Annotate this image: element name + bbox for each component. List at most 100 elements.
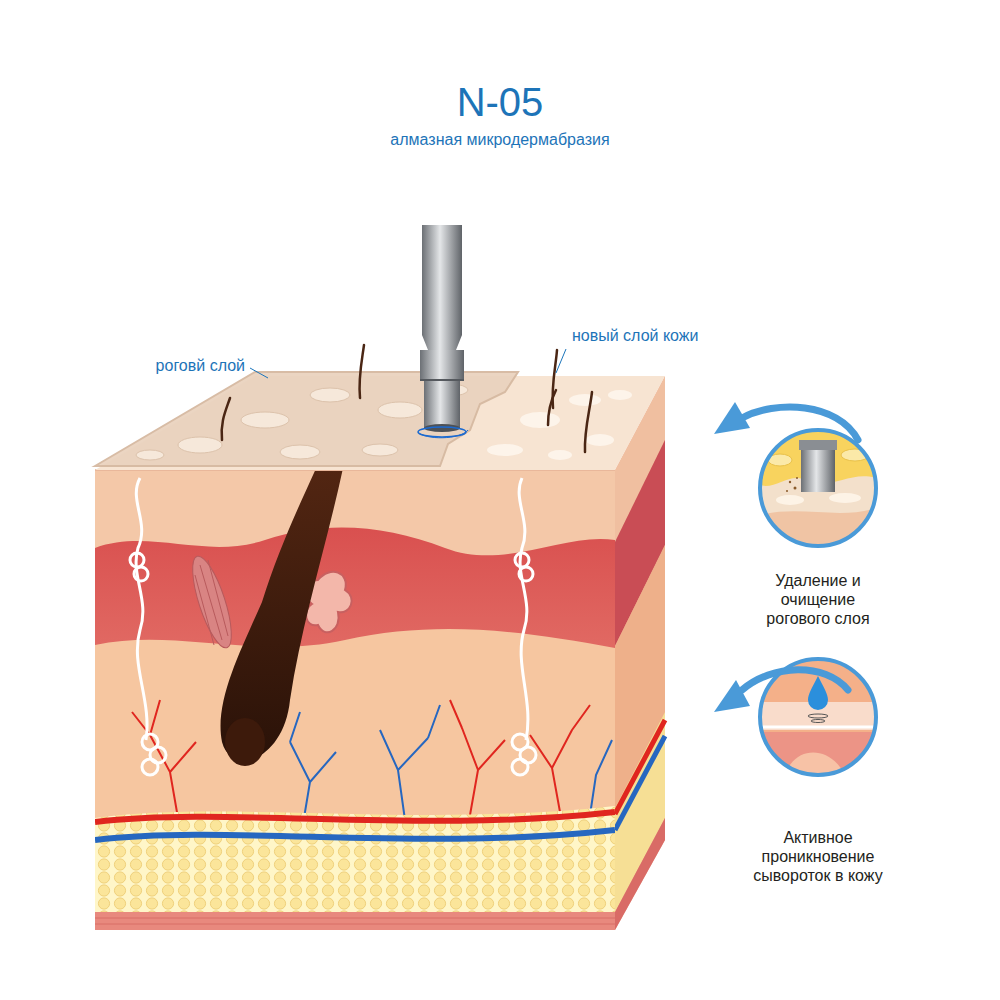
illustration-part — [615, 736, 665, 830]
hairs — [222, 345, 592, 452]
skin-front-face — [95, 470, 615, 930]
illustration-part — [487, 444, 523, 456]
hair-follicle — [221, 470, 354, 760]
illustration-part — [615, 720, 665, 814]
illustration-part — [515, 553, 529, 567]
illustration-part — [586, 434, 614, 446]
circle-border — [760, 659, 876, 775]
illustration-part — [185, 552, 239, 651]
illustration-part — [95, 918, 615, 924]
illustration-part — [359, 345, 364, 398]
illustration-part — [195, 560, 228, 645]
illustration-part — [829, 493, 861, 503]
illustration-part — [512, 759, 528, 775]
illustration-part — [776, 495, 804, 505]
illustration-part — [95, 470, 615, 930]
illustration-part — [95, 806, 615, 930]
illustration-part — [794, 487, 797, 490]
illustration-part — [241, 412, 289, 428]
layer-label: роговй слой — [156, 356, 245, 375]
diagram-title: N-05 — [0, 78, 1000, 126]
leader-lines — [250, 349, 566, 378]
illustration-part — [380, 705, 440, 820]
illustration-part — [548, 390, 556, 425]
illustration-part — [789, 481, 791, 483]
blue-arrows — [714, 402, 858, 712]
illustration-part — [310, 388, 350, 402]
illustration-part — [487, 390, 632, 460]
illustration-part — [450, 700, 505, 815]
illustration-part — [95, 629, 615, 930]
illustration-part — [799, 440, 837, 450]
illustration-part — [250, 368, 268, 378]
illustration-part — [378, 402, 422, 418]
illustration-part — [95, 812, 615, 822]
illustration-part — [714, 402, 750, 434]
circle-border — [760, 430, 876, 546]
illustration-part — [134, 567, 148, 581]
illustration-part — [136, 478, 147, 740]
illustration-part — [136, 450, 164, 460]
illustration-part — [420, 350, 464, 380]
illustration-part — [796, 477, 798, 479]
layer-label: новый слой кожи — [572, 326, 698, 345]
illustration-part — [95, 528, 615, 930]
arrector-muscle — [185, 552, 239, 651]
diamond-tip-tool — [418, 225, 468, 438]
serum-detail — [760, 659, 876, 775]
illustration-part — [714, 680, 750, 712]
illustration-part — [786, 477, 798, 492]
caption-holder: Активное проникновение сывороток в кожу — [738, 656, 898, 886]
caption-holder: Удаление и очищение рогового слоя — [738, 427, 898, 629]
illustration-part — [786, 490, 788, 492]
illustration-part — [178, 437, 222, 453]
detail-circle: Удаление и очищение рогового слоя — [738, 427, 898, 633]
nerve — [130, 478, 536, 775]
illustration-part — [422, 335, 462, 350]
illustration-part — [760, 726, 876, 729]
illustration-part — [280, 445, 320, 459]
illustration-part — [95, 912, 615, 930]
illustration-part — [422, 225, 462, 335]
illustration-part — [808, 714, 828, 718]
illustration-part — [225, 718, 265, 766]
illustration-part — [808, 676, 828, 710]
skin-top-face — [95, 345, 665, 470]
illustration-part — [362, 444, 398, 456]
illustration-part — [615, 376, 665, 930]
caption: Удаление и очищение рогового слоя — [752, 571, 884, 629]
exfoliation-detail — [760, 430, 876, 546]
circle-outline — [738, 656, 898, 778]
illustration-part — [585, 392, 592, 452]
circle-outline — [738, 427, 898, 549]
skin-right-face — [615, 376, 665, 930]
detail-circle: Активное проникновение сывороток в кожу — [738, 656, 898, 890]
illustration-part — [530, 705, 590, 812]
illustration-part — [132, 700, 196, 818]
illustration-part — [760, 732, 876, 775]
illustration-part — [742, 670, 848, 690]
illustration-part — [290, 712, 336, 830]
illustration-part — [811, 720, 825, 723]
illustration-part — [520, 412, 560, 428]
illustration-part — [142, 759, 158, 775]
illustration-part — [95, 830, 615, 840]
illustration-part — [424, 380, 460, 428]
illustration-part — [418, 430, 468, 438]
illustration-part — [519, 567, 533, 581]
illustration-part — [608, 390, 632, 400]
illustration-part — [776, 493, 861, 505]
blood-vessels — [132, 700, 612, 830]
illustration-part — [569, 394, 601, 406]
illustration-part — [519, 478, 528, 740]
illustration-part — [222, 398, 230, 440]
illustration-part — [590, 740, 612, 815]
illustration-part — [760, 659, 876, 775]
illustration-part — [615, 818, 665, 930]
illustration-part — [556, 349, 566, 373]
caption: Активное проникновение сывороток в кожу — [743, 828, 893, 886]
illustration-part — [760, 430, 876, 546]
subtitle: алмазная микродермабразия — [0, 130, 1000, 149]
illustration-part — [420, 379, 464, 381]
